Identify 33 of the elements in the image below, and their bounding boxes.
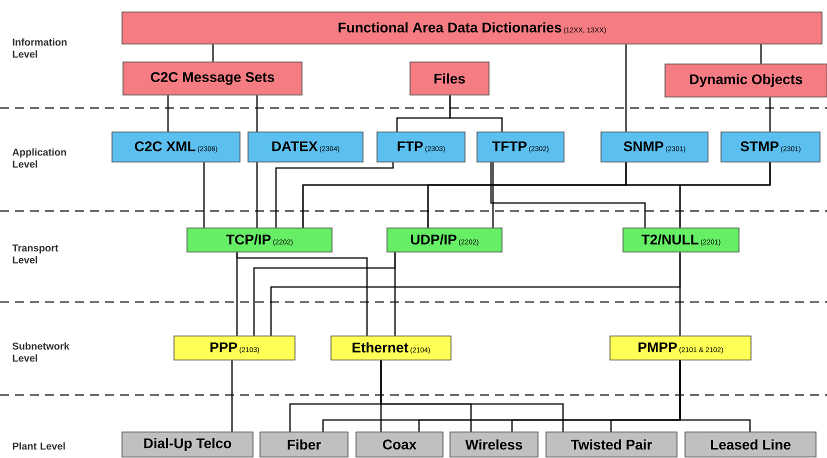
connector-line [625, 44, 627, 132]
level-label: Plant Level [12, 442, 65, 450]
level-label: Subnetwork Level [12, 342, 70, 362]
connector-line [275, 162, 394, 228]
connector-line [256, 95, 258, 132]
level-label: Transport Level [12, 244, 58, 264]
connector-line [256, 162, 258, 228]
level-label: Information Level [12, 38, 67, 58]
plant-box: Coax [356, 432, 444, 458]
connector-line [253, 252, 396, 336]
connector-line [679, 162, 771, 228]
connector-line [212, 44, 214, 62]
connector-line [492, 162, 494, 228]
plant-box: Leased Line [684, 432, 816, 458]
connector-line [679, 252, 681, 336]
information-box: C2C Message Sets [122, 62, 302, 96]
connector-line [380, 360, 564, 432]
plant-box: Dial-Up Telco [122, 432, 254, 458]
information-box: Files [410, 62, 490, 96]
level-label: Application Level [12, 148, 66, 168]
plant-box: Fiber [260, 432, 348, 458]
connector-line [760, 44, 762, 64]
connector-line [490, 162, 646, 228]
information-box: Dynamic Objects [664, 64, 827, 98]
connector-line [449, 95, 503, 132]
connector-line [203, 162, 205, 228]
plant-box: Twisted Pair [546, 432, 678, 458]
plant-box: Wireless [450, 432, 538, 458]
connector-line [236, 252, 368, 336]
connector-line [231, 360, 233, 432]
connector-line [769, 97, 771, 132]
connector-line [167, 95, 169, 132]
connector-line [679, 360, 751, 432]
